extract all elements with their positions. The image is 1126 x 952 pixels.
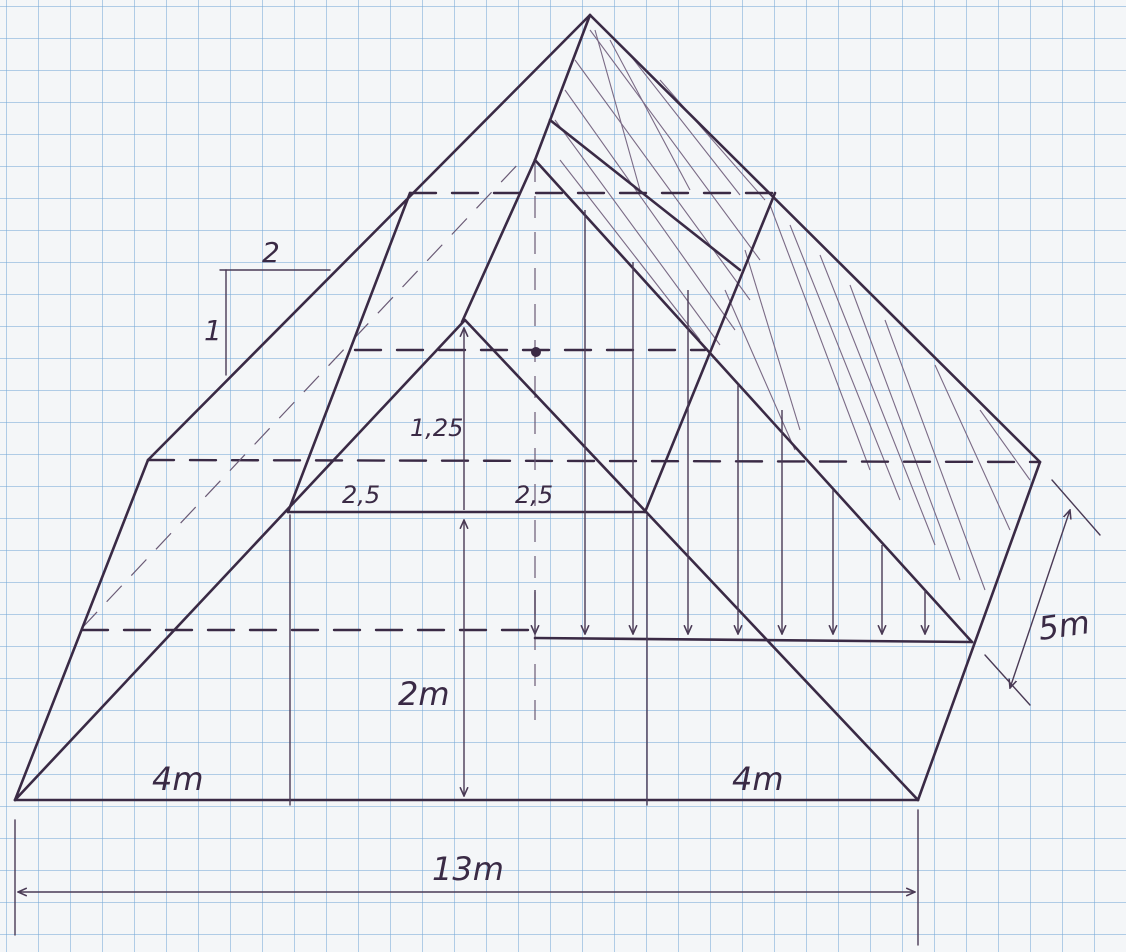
roof-outline (13, 13, 1042, 802)
load-arrows (531, 210, 925, 634)
wall-height-label: 2m (398, 675, 450, 713)
depth-label: 5m (1036, 603, 1092, 648)
centroid-dot (531, 347, 541, 357)
total-span-label: 13m (432, 850, 504, 888)
shaded-face-hatching (554, 29, 1031, 591)
slope-rise-label: 1 (204, 314, 222, 347)
half-span-right-label: 2,5 (515, 481, 553, 509)
left-span-label: 4m (152, 760, 204, 798)
dimension-lines (14, 269, 1101, 946)
half-span-left-label: 2,5 (342, 481, 380, 509)
right-span-label: 4m (732, 760, 784, 798)
slope-run-label: 2 (262, 236, 280, 269)
apex-height-label: 1,25 (410, 414, 463, 442)
hidden-edges (80, 160, 1042, 720)
